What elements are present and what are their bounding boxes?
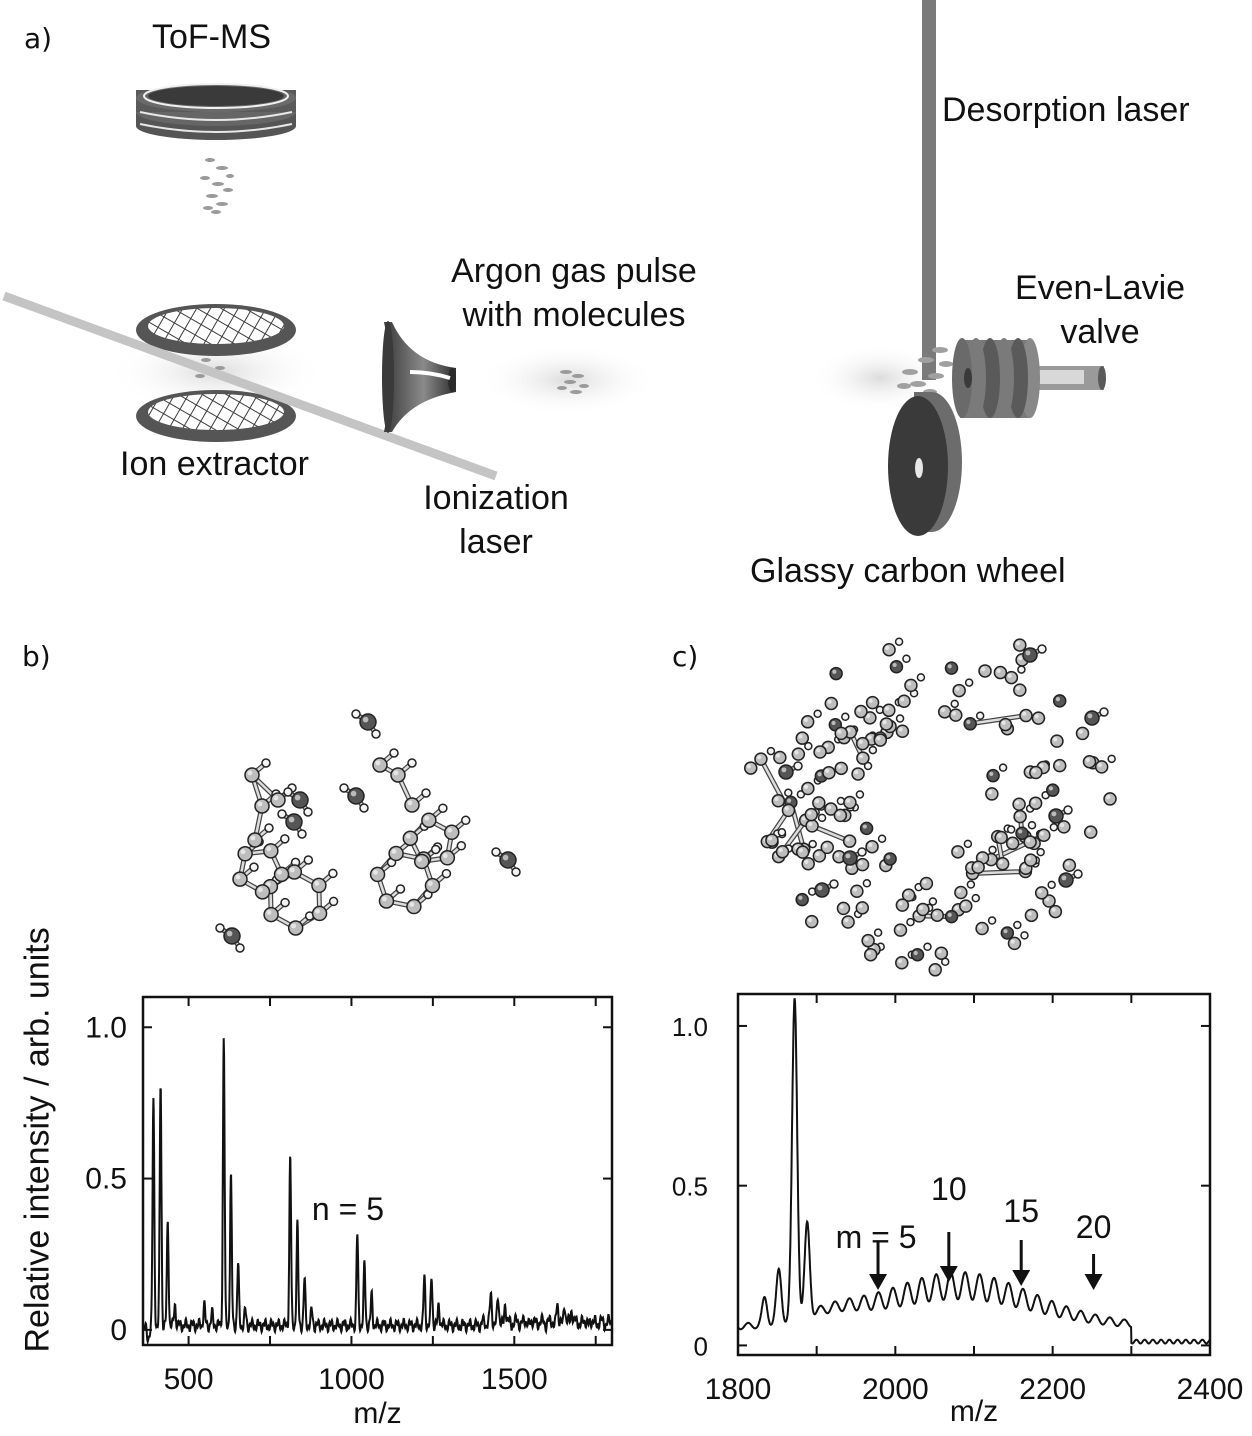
annotation-label: 10 <box>931 1171 967 1207</box>
glassy-carbon-wheel <box>888 392 962 536</box>
y-tick-label: 0.5 <box>672 1172 708 1202</box>
glassy-carbon-wheel-label: Glassy carbon wheel <box>750 552 1066 590</box>
x-axis-label: m/z <box>950 1395 998 1428</box>
annotation-label: 20 <box>1076 1209 1112 1245</box>
annotation-arrow-head <box>939 1266 958 1282</box>
x-tick-label: 1800 <box>705 1373 772 1406</box>
panel-label-c: c) <box>672 640 699 673</box>
spectrum-line <box>737 998 1211 1345</box>
x-axis-label: m/z <box>353 1397 401 1430</box>
ionization-laser-beam <box>2 291 498 481</box>
y-tick-label: 1.0 <box>85 1011 127 1044</box>
ion-extractor-label: Ion extractor <box>120 445 309 483</box>
x-tick-label: 1000 <box>318 1363 385 1396</box>
ion-cloud <box>200 158 234 214</box>
argon-gas-label-line1: Argon gas pulse <box>451 252 697 290</box>
panel-label-b: b) <box>22 640 51 673</box>
annotation-label: n = 5 <box>312 1191 384 1227</box>
annotation-label: 15 <box>1003 1193 1039 1229</box>
plot-frame <box>141 995 614 1347</box>
ionization-laser-label-line1: Ionization <box>423 479 569 517</box>
tof-ms-rings <box>136 83 296 140</box>
even-lavie-valve <box>952 338 1106 418</box>
schematic-apparatus <box>2 0 1106 536</box>
even-lavie-label-line2: valve <box>1060 313 1140 351</box>
tof-ms-label: ToF-MS <box>152 18 271 56</box>
annotation-arrow-head <box>869 1274 888 1290</box>
x-tick-label: 2000 <box>862 1373 929 1406</box>
x-tick-label: 1500 <box>481 1363 548 1396</box>
x-tick-label: 500 <box>164 1363 214 1396</box>
molecule-cloud <box>557 370 589 394</box>
y-tick-label: 0.5 <box>85 1163 127 1196</box>
desorption-laser-label: Desorption laser <box>942 91 1190 129</box>
argon-gas-label-line2: with molecules <box>462 296 686 334</box>
skimmer <box>382 321 456 433</box>
ion-extractor-plates <box>136 304 296 442</box>
x-tick-label: 2400 <box>1177 1373 1244 1406</box>
annotation-label: m = 5 <box>836 1219 917 1255</box>
annotation-arrow-head <box>1012 1270 1031 1286</box>
y-tick-label: 0 <box>110 1314 127 1347</box>
ionization-laser-label-line2: laser <box>459 523 533 561</box>
y-tick-label: 1.0 <box>672 1012 708 1042</box>
plot-frame <box>736 992 1212 1357</box>
panel-label-a: a) <box>24 22 53 55</box>
spectrum-line <box>142 1038 613 1346</box>
desorption-laser-beam <box>922 0 936 380</box>
y-axis-label: Relative intensity / arb. units <box>18 927 57 1353</box>
even-lavie-label-line1: Even-Lavie <box>1014 269 1186 307</box>
y-tick-label: 0 <box>694 1331 708 1361</box>
x-tick-label: 2200 <box>1019 1373 1086 1406</box>
annotation-arrow-head <box>1084 1274 1103 1290</box>
